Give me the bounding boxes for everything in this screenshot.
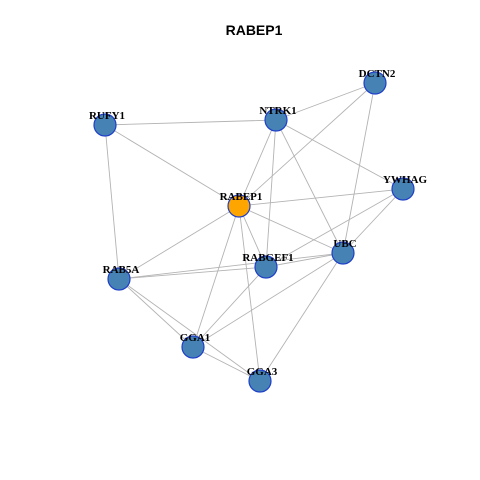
- edge-rufy1-ntrk1: [104, 119, 277, 126]
- node-label-dctn2: DCTN2: [359, 68, 396, 80]
- node-label-rab5a: RAB5A: [103, 264, 140, 276]
- node-ywhag[interactable]: [391, 177, 415, 201]
- node-gga3[interactable]: [248, 369, 272, 393]
- node-label-ywhag: YWHAG: [383, 174, 427, 186]
- node-ntrk1[interactable]: [264, 108, 288, 132]
- node-layer: [93, 71, 415, 393]
- node-label-rabgef1: RABGEF1: [242, 252, 293, 264]
- edge-dctn2-ubc: [342, 82, 376, 254]
- edge-ntrk1-rabgef1: [265, 119, 277, 268]
- edge-rabep1-rab5a: [118, 205, 240, 280]
- edge-gga1-gga3: [192, 346, 261, 382]
- node-label-ntrk1: NTRK1: [259, 105, 296, 117]
- node-dctn2[interactable]: [363, 71, 387, 95]
- node-gga1[interactable]: [181, 335, 205, 359]
- node-label-gga1: GGA1: [180, 332, 211, 344]
- edge-rabep1-gga1: [192, 205, 240, 348]
- edge-rabep1-ubc: [238, 205, 344, 254]
- node-rabep1[interactable]: [227, 194, 251, 218]
- edge-rufy1-rab5a: [104, 124, 120, 280]
- edge-rufy1-rabep1: [104, 124, 240, 207]
- edge-ntrk1-rabep1: [238, 119, 277, 207]
- node-rab5a[interactable]: [107, 267, 131, 291]
- edge-ywhag-ubc: [342, 188, 404, 254]
- node-rufy1[interactable]: [93, 113, 117, 137]
- edge-rab5a-gga1: [118, 278, 194, 348]
- edge-ntrk1-ywhag: [275, 119, 404, 190]
- edge-rabep1-gga3: [238, 205, 261, 382]
- node-ubc[interactable]: [331, 241, 355, 265]
- diagram-title: RABEP1: [226, 22, 283, 38]
- edge-rabgef1-gga1: [192, 266, 267, 348]
- edge-rab5a-gga3: [118, 278, 261, 382]
- edge-ywhag-rabgef1: [265, 188, 404, 268]
- edge-rabgef1-rab5a: [118, 266, 267, 280]
- edge-ubc-rabgef1: [265, 252, 344, 268]
- edge-rabep1-ywhag: [238, 188, 404, 207]
- node-label-rabep1: RABEP1: [220, 191, 263, 203]
- edge-ntrk1-ubc: [275, 119, 344, 254]
- edge-dctn2-rabep1: [238, 82, 376, 207]
- edge-ntrk1-dctn2: [275, 82, 376, 121]
- node-label-gga3: GGA3: [247, 366, 278, 378]
- edge-layer: [104, 82, 404, 382]
- node-label-ubc: UBC: [333, 238, 356, 250]
- edge-ubc-rab5a: [118, 252, 344, 280]
- edge-ubc-gga1: [192, 252, 344, 348]
- edge-ubc-gga3: [259, 252, 344, 382]
- node-rabgef1[interactable]: [254, 255, 278, 279]
- node-label-rufy1: RUFY1: [89, 110, 125, 122]
